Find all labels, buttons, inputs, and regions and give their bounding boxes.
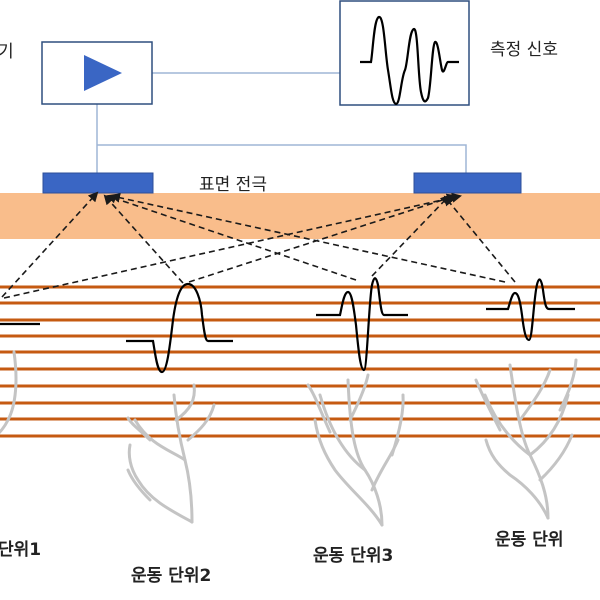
surface-electrode-right <box>413 172 522 194</box>
signal-arrows <box>1 191 516 299</box>
surface-electrode-left <box>42 172 154 194</box>
motor-unit-4-label: 운동 단위 <box>495 530 564 550</box>
surface-electrode-label: 표면 전극 <box>199 175 267 195</box>
measured-signal-label: 측정 신호 <box>490 40 558 60</box>
electrode-wires <box>96 72 467 173</box>
motor-unit-3-label: 운동 단위3 <box>313 546 394 566</box>
motor-unit-potential-3 <box>316 277 408 372</box>
amplifier-box <box>41 41 153 105</box>
motor-unit-2-label: 운동 단위2 <box>131 566 212 586</box>
arrow-unit4-left <box>110 192 506 283</box>
measured-signal-box <box>339 0 470 106</box>
arrow-unit3-right <box>371 194 451 277</box>
arrow-unit1-right <box>3 192 462 299</box>
nerve-branches <box>0 350 578 527</box>
amplifier-label: 기 <box>0 42 14 62</box>
arrow-unit2-right <box>188 193 457 283</box>
motor-unit-1-label: 단위1 <box>0 540 42 560</box>
arrow-unit4-right <box>443 195 516 283</box>
arrow-unit3-left <box>106 193 357 281</box>
muscle-fibers <box>0 285 600 438</box>
amplifier-triangle-icon <box>84 55 122 91</box>
arrow-unit1-left <box>1 191 99 298</box>
motor-unit-potential-4 <box>486 278 575 342</box>
motor-unit-potential-2 <box>126 282 233 374</box>
motor-unit-potentials <box>0 277 575 374</box>
measured-signal-waveform <box>360 15 459 106</box>
